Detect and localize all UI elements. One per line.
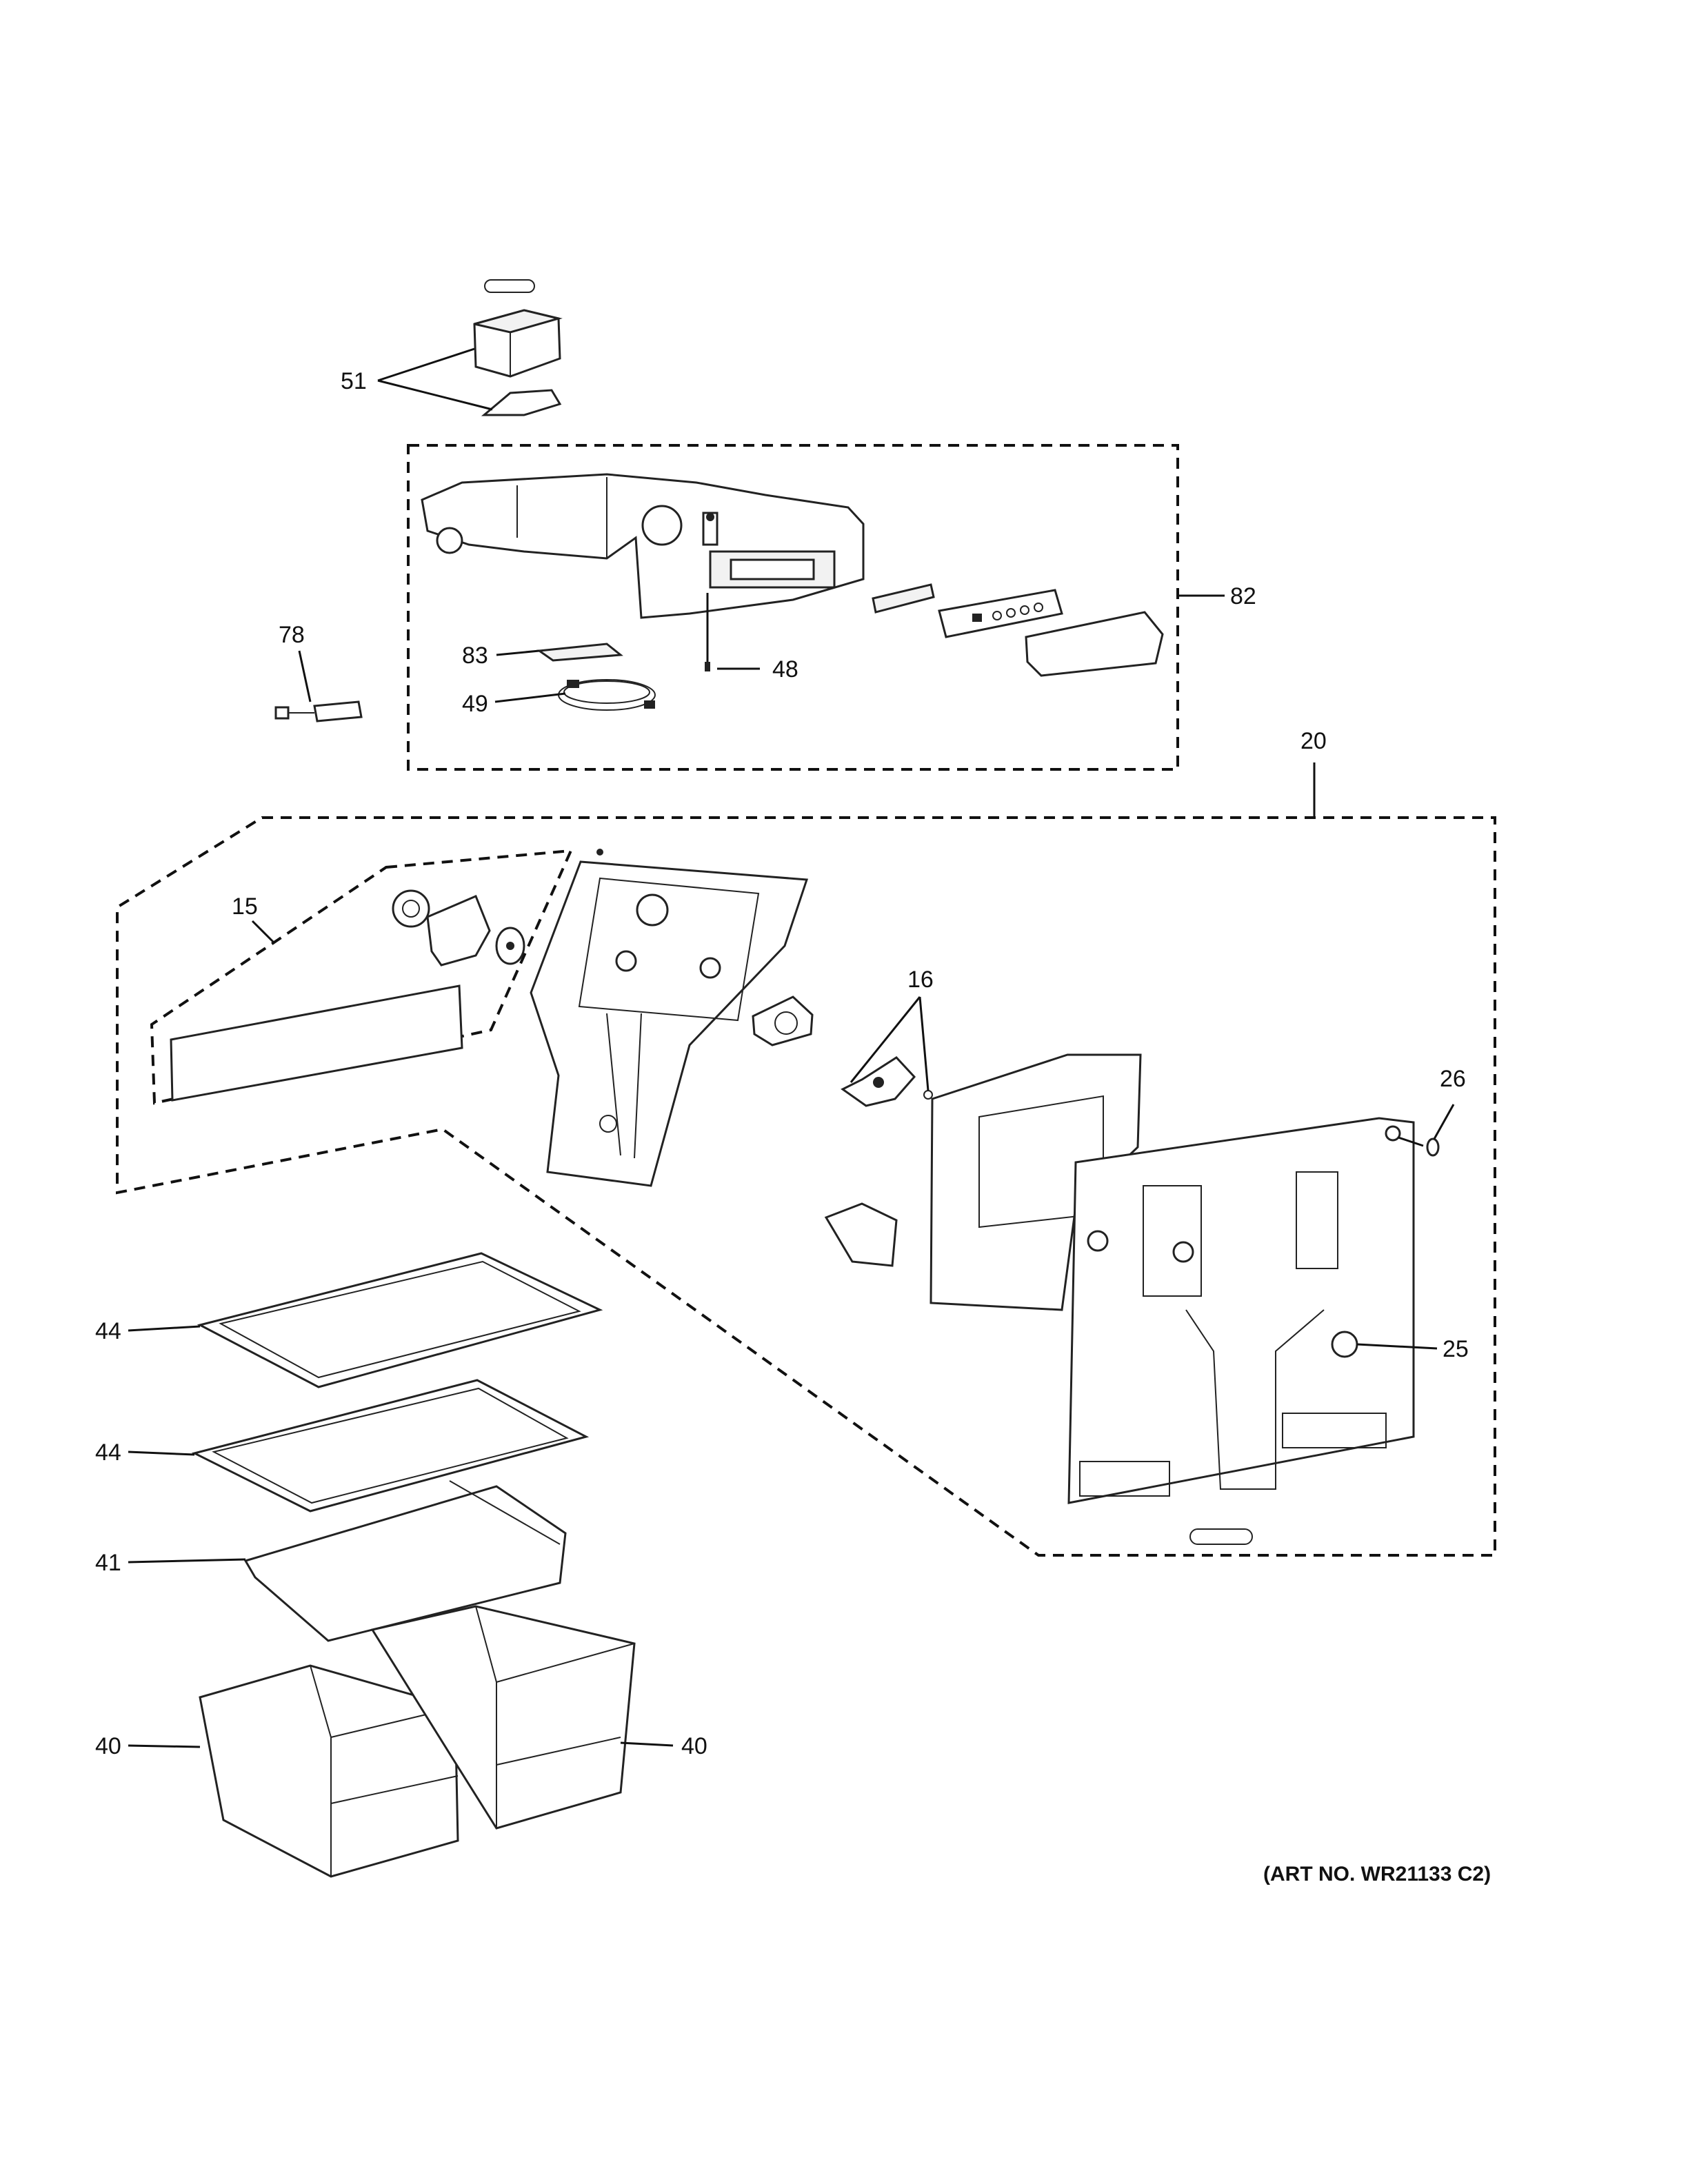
air-duct-cover[interactable] (530, 849, 809, 1187)
callouts: 51 78 83 48 49 82 20 15 16 26 25 44 44 4… (95, 368, 1469, 1759)
callout-41: 41 (95, 1550, 121, 1576)
callout-40-left: 40 (95, 1733, 121, 1759)
part-25-plug[interactable] (1331, 1331, 1358, 1358)
callout-44-upper: 44 (95, 1318, 121, 1344)
part-41-crisper-cover[interactable] (243, 1480, 567, 1642)
rear-cover[interactable] (1067, 1117, 1415, 1504)
dispenser-housing[interactable] (421, 473, 865, 619)
group-15-boundary (150, 849, 574, 1105)
callout-82: 82 (1230, 583, 1256, 609)
part-78-probe[interactable] (274, 700, 363, 722)
callout-16: 16 (907, 967, 934, 993)
plug-secondary (1172, 1241, 1194, 1263)
louvers-upper (1143, 1171, 1338, 1297)
part-48-screw[interactable] (705, 593, 710, 671)
part-49-clamp[interactable] (558, 679, 656, 711)
part-40-drawer-left[interactable] (199, 1664, 459, 1878)
group-82-boundary (407, 444, 1179, 771)
part-51-cartridge[interactable] (473, 279, 563, 416)
callout-15: 15 (232, 893, 258, 920)
damper-motor[interactable] (392, 889, 525, 967)
part-16-fan[interactable] (752, 995, 933, 1267)
art-number: (ART NO. WR21133 C2) (1263, 1863, 1491, 1885)
louvers-lower (1079, 1413, 1387, 1497)
callout-40-right: 40 (681, 1733, 707, 1759)
bottom-seal[interactable] (1189, 1528, 1253, 1545)
callout-48: 48 (772, 656, 798, 682)
part-44-shelf-lower[interactable] (191, 1379, 590, 1513)
callout-49: 49 (462, 691, 488, 717)
callout-51: 51 (341, 368, 367, 394)
callout-26: 26 (1440, 1066, 1466, 1092)
part-15-panel[interactable] (170, 984, 463, 1102)
leader-lines (128, 347, 1455, 1748)
callout-20: 20 (1300, 728, 1327, 754)
group-20-boundary (116, 816, 1496, 1557)
part-26-screw[interactable] (1398, 1136, 1440, 1157)
callout-25: 25 (1443, 1336, 1469, 1362)
part-40-drawer-right[interactable] (370, 1605, 636, 1830)
part-83-pad[interactable] (536, 643, 623, 662)
callout-83: 83 (462, 643, 488, 669)
control-board[interactable] (872, 583, 1164, 677)
callout-44-lower: 44 (95, 1439, 121, 1466)
part-44-shelf-upper[interactable] (197, 1252, 603, 1388)
callout-78: 78 (279, 622, 305, 648)
